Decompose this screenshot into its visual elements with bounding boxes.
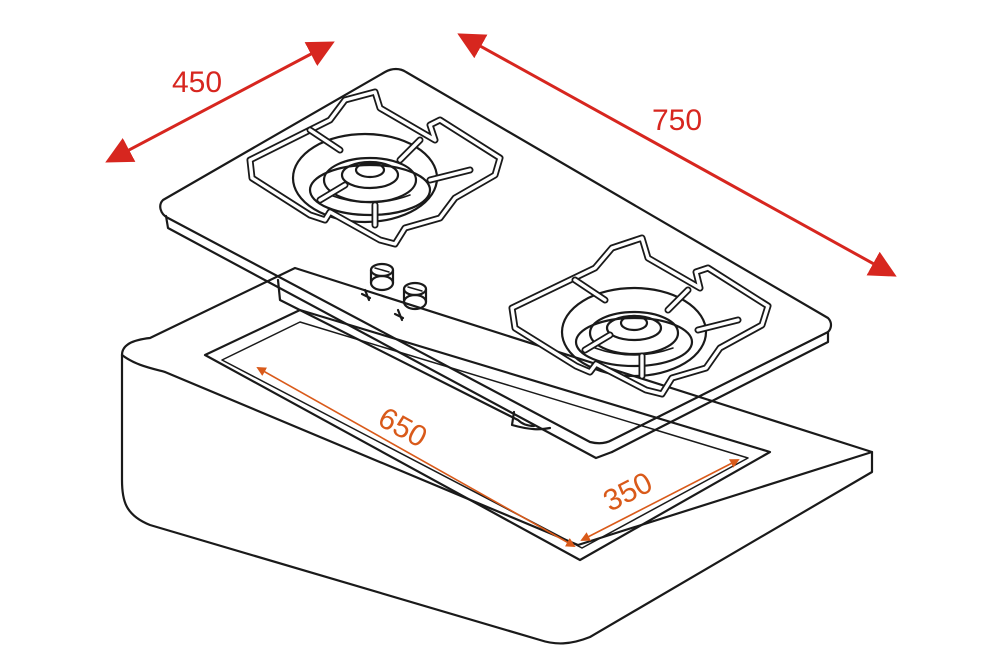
depth-dimension-label: 450 [172,66,222,99]
cutout-length-dimension-label: 650 [373,401,433,454]
control-knob-right [393,281,428,322]
countertop-cutout [203,308,772,562]
cutout-width-dimension-label: 350 [598,466,658,518]
width-dimension-label: 750 [652,104,702,137]
hob-body [276,278,552,431]
right-burner [560,286,708,378]
left-pan-support [246,88,504,248]
cutout-length-dimension-arrow [256,367,576,547]
countertop [120,266,874,645]
cutout-width-dimension-arrow [580,459,740,541]
control-knob-left [360,262,395,302]
width-dimension-arrow [457,33,897,277]
depth-dimension-arrow [105,41,335,163]
hob-glass-top [159,67,833,460]
